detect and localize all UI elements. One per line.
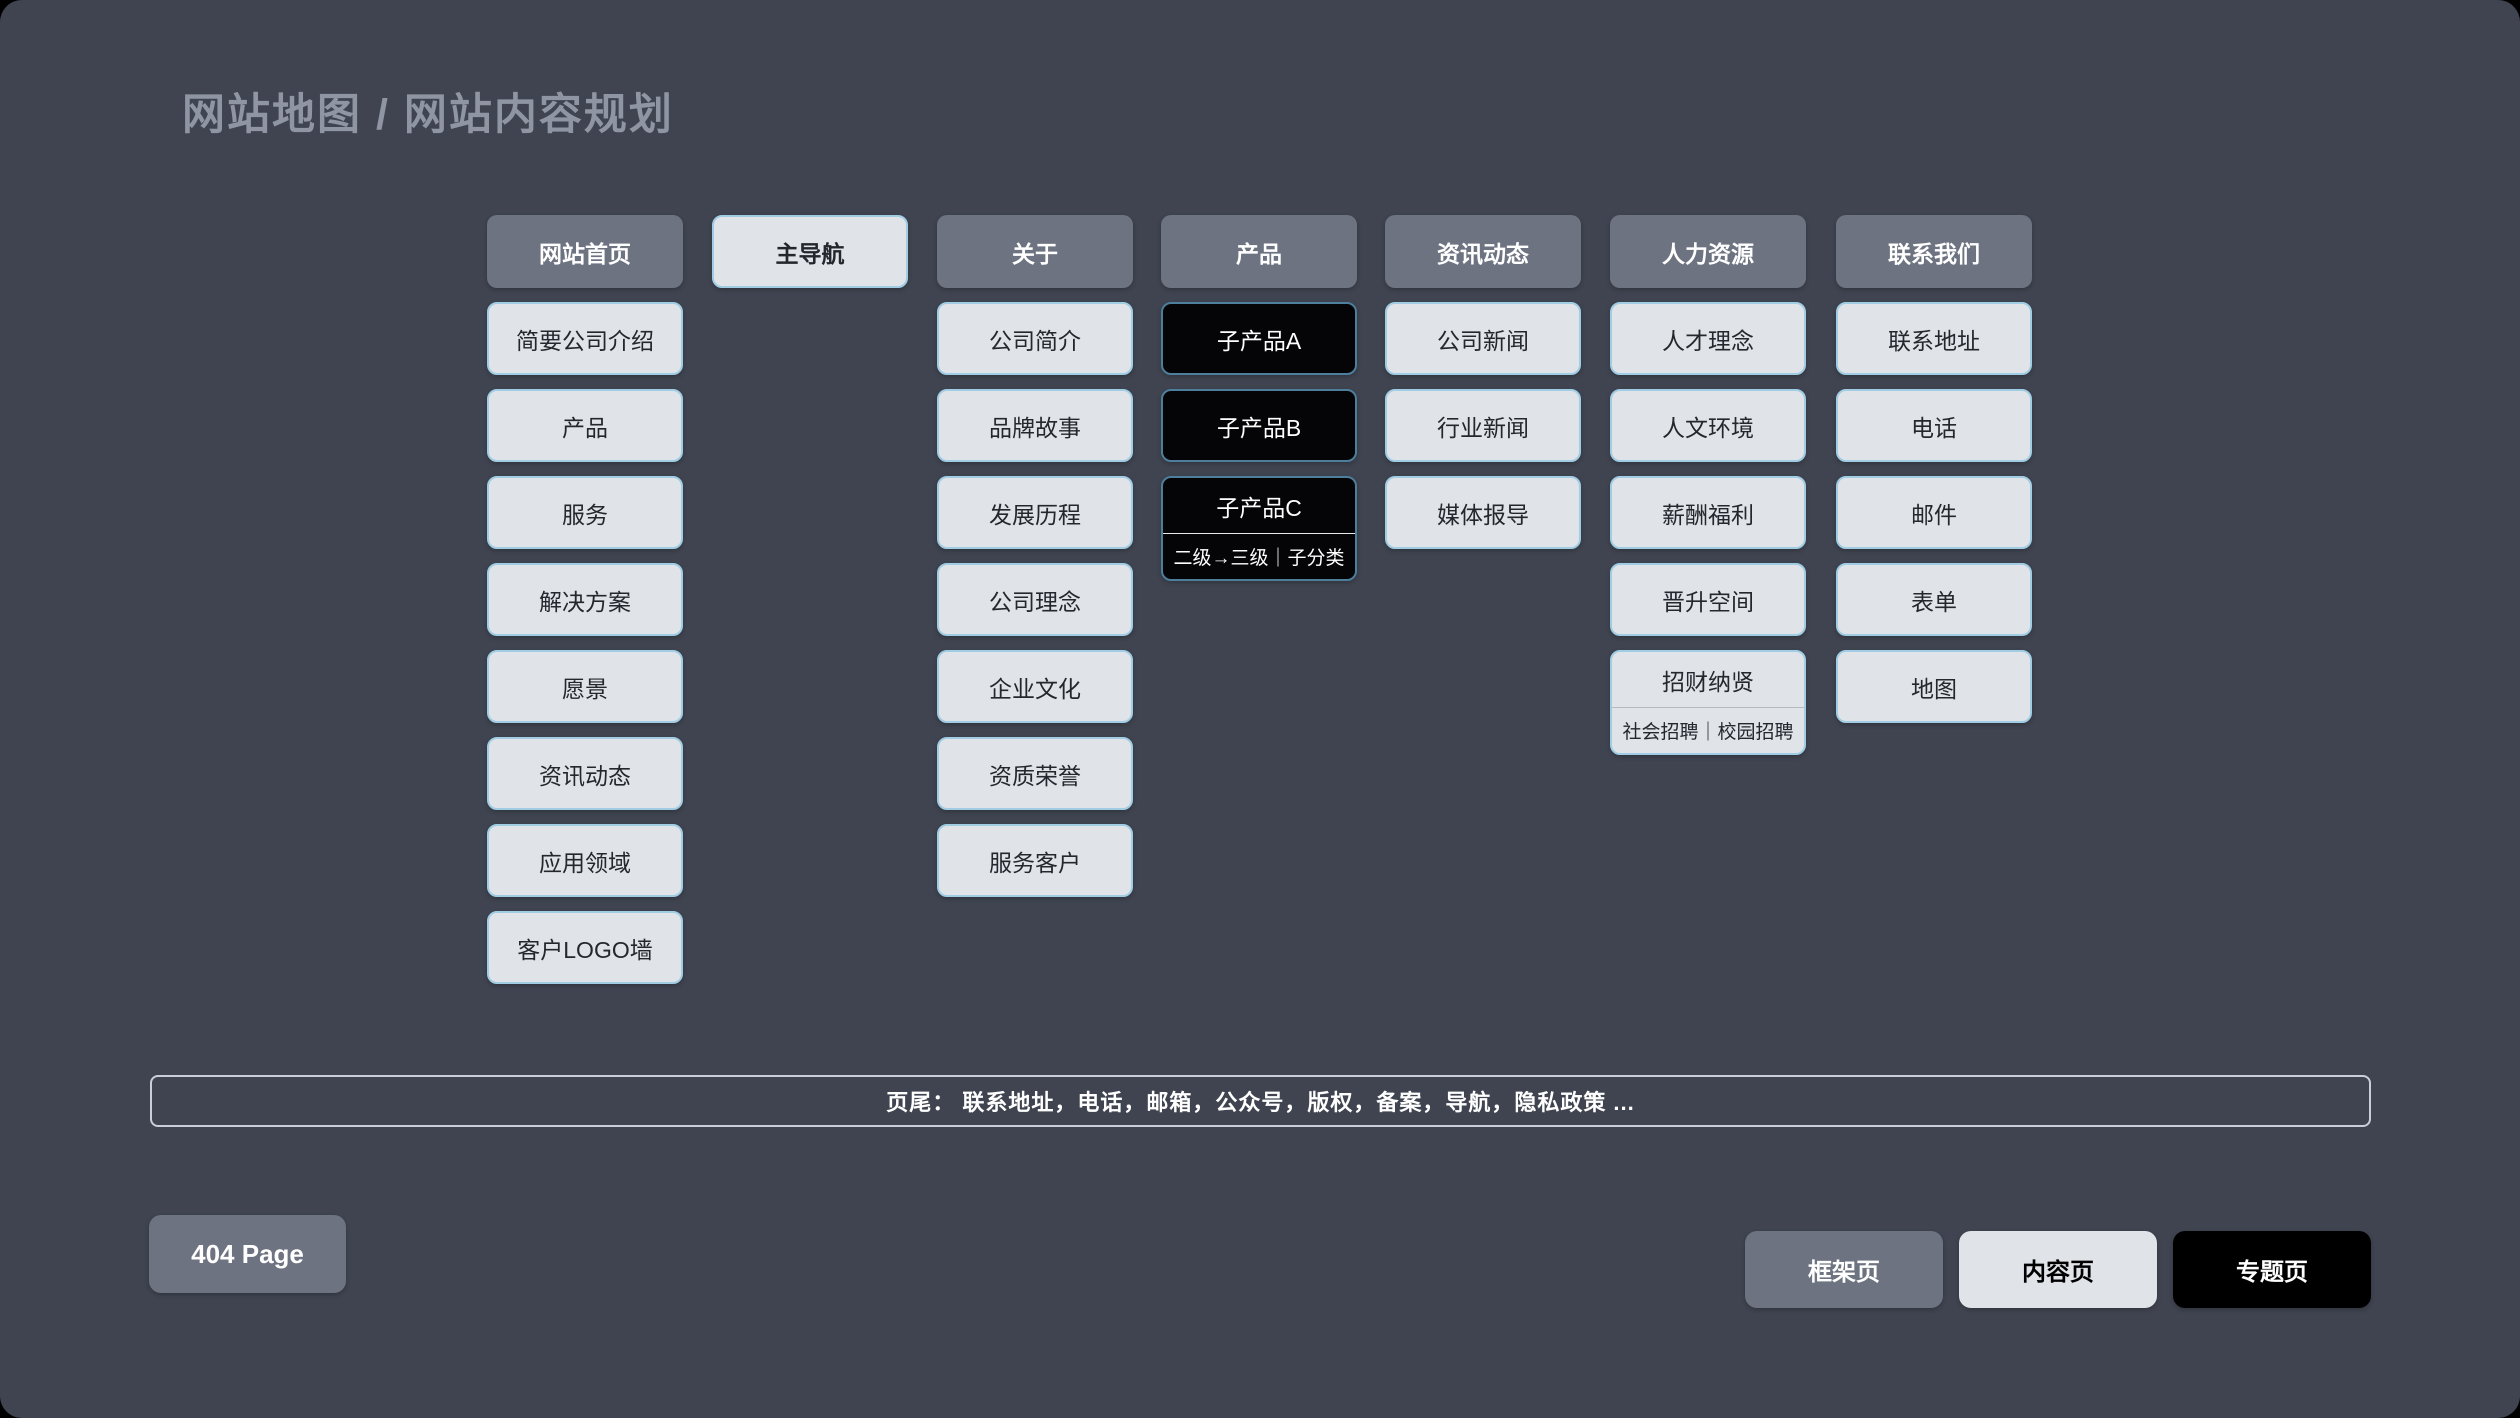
node-label: 招财纳贤 bbox=[1662, 668, 1754, 695]
sitemap-item-box[interactable]: 子产品C 二级→三级｜子分类 bbox=[1161, 476, 1357, 581]
node-label: 电话 bbox=[1911, 414, 1957, 441]
node-label: 愿景 bbox=[562, 675, 608, 702]
sitemap-item-box[interactable]: 子产品A bbox=[1161, 302, 1357, 375]
column-header-box[interactable]: 资讯动态 bbox=[1385, 215, 1581, 288]
page-title: 网站地图 / 网站内容规划 bbox=[182, 91, 674, 139]
node-label: 薪酬福利 bbox=[1662, 501, 1754, 528]
node-label: 人文环境 bbox=[1662, 414, 1754, 441]
node-label: 服务 bbox=[562, 501, 608, 528]
column-header-box[interactable]: 关于 bbox=[937, 215, 1133, 288]
node-label: 子产品C bbox=[1216, 494, 1302, 521]
node-label: 子产品B bbox=[1216, 414, 1302, 441]
legend-button-content[interactable]: 内容页 bbox=[1959, 1231, 2157, 1308]
sitemap-item-box[interactable]: 招财纳贤社会招聘｜校园招聘 bbox=[1610, 650, 1806, 755]
node-label: 资质荣誉 bbox=[989, 762, 1081, 789]
node-label: 发展历程 bbox=[989, 501, 1081, 528]
node-label: 解决方案 bbox=[539, 588, 631, 615]
node-label: 资讯动态 bbox=[1437, 240, 1529, 267]
node-label: 服务客户 bbox=[989, 849, 1081, 876]
column-header-box[interactable]: 主导航 bbox=[712, 215, 908, 288]
node-label: 产品 bbox=[562, 414, 608, 441]
legend-label: 内容页 bbox=[2022, 1259, 2094, 1286]
node-label: 联系我们 bbox=[1888, 240, 1980, 267]
sitemap-item-box[interactable]: 人文环境 bbox=[1610, 389, 1806, 462]
node-label: 公司新闻 bbox=[1437, 327, 1529, 354]
sitemap-item-box[interactable]: 客户LOGO墙 bbox=[487, 911, 683, 984]
sitemap-item-box[interactable]: 媒体报导 bbox=[1385, 476, 1581, 549]
column-header-box[interactable]: 产品 bbox=[1161, 215, 1357, 288]
node-label: 主导航 bbox=[775, 240, 845, 267]
node-label: 应用领域 bbox=[539, 849, 631, 876]
node-label: 简要公司介绍 bbox=[516, 327, 654, 354]
sitemap-item-box[interactable]: 子产品B bbox=[1161, 389, 1357, 462]
node-label: 客户LOGO墙 bbox=[517, 936, 653, 963]
sitemap-item-box[interactable]: 资质荣誉 bbox=[937, 737, 1133, 810]
sitemap-item-box[interactable]: 品牌故事 bbox=[937, 389, 1133, 462]
footer-label: 页尾： 联系地址，电话，邮箱，公众号，版权，备案，导航，隐私政策 ... bbox=[886, 1090, 1635, 1115]
node-label: 子产品A bbox=[1216, 327, 1302, 354]
legend-label: 框架页 bbox=[1808, 1259, 1880, 1286]
legend-label: 专题页 bbox=[2236, 1259, 2308, 1286]
page-404-label: 404 Page bbox=[191, 1238, 304, 1269]
node-sublabel: 社会招聘｜校园招聘 bbox=[1612, 707, 1804, 753]
node-label: 企业文化 bbox=[989, 675, 1081, 702]
sitemap-item-box[interactable]: 联系地址 bbox=[1836, 302, 2032, 375]
sitemap-column-3: 关于公司简介品牌故事发展历程公司理念企业文化资质荣誉服务客户 bbox=[937, 215, 1133, 897]
node-label: 表单 bbox=[1911, 588, 1957, 615]
sitemap-item-box[interactable]: 应用领域 bbox=[487, 824, 683, 897]
sitemap-column-1: 网站首页简要公司介绍产品服务解决方案愿景资讯动态应用领域客户LOGO墙 bbox=[487, 215, 683, 984]
node-label: 品牌故事 bbox=[989, 414, 1081, 441]
node-label: 产品 bbox=[1236, 240, 1282, 267]
column-header-box[interactable]: 网站首页 bbox=[487, 215, 683, 288]
node-label: 公司简介 bbox=[989, 327, 1081, 354]
node-label: 晋升空间 bbox=[1662, 588, 1754, 615]
legend-button-special[interactable]: 专题页 bbox=[2173, 1231, 2371, 1308]
sitemap-item-box[interactable]: 简要公司介绍 bbox=[487, 302, 683, 375]
sitemap-item-box[interactable]: 公司简介 bbox=[937, 302, 1133, 375]
node-sublabel: 二级→三级｜子分类 bbox=[1163, 533, 1355, 579]
sitemap-item-box[interactable]: 愿景 bbox=[487, 650, 683, 723]
sitemap-column-5: 资讯动态公司新闻行业新闻媒体报导 bbox=[1385, 215, 1581, 549]
footer-node[interactable]: 页尾： 联系地址，电话，邮箱，公众号，版权，备案，导航，隐私政策 ... bbox=[150, 1075, 2371, 1127]
node-label: 行业新闻 bbox=[1437, 414, 1529, 441]
sitemap-item-box[interactable]: 服务 bbox=[487, 476, 683, 549]
node-label: 邮件 bbox=[1911, 501, 1957, 528]
node-label: 公司理念 bbox=[989, 588, 1081, 615]
node-label: 关于 bbox=[1012, 240, 1058, 267]
sitemap-item-box[interactable]: 资讯动态 bbox=[487, 737, 683, 810]
legend: 框架页 内容页 专题页 bbox=[1745, 1231, 2371, 1308]
sitemap-item-box[interactable]: 发展历程 bbox=[937, 476, 1133, 549]
sitemap-item-box[interactable]: 薪酬福利 bbox=[1610, 476, 1806, 549]
node-label: 媒体报导 bbox=[1437, 501, 1529, 528]
sitemap-column-7: 联系我们联系地址电话邮件表单地图 bbox=[1836, 215, 2032, 723]
node-label: 联系地址 bbox=[1888, 327, 1980, 354]
sitemap-item-box[interactable]: 电话 bbox=[1836, 389, 2032, 462]
sitemap-item-box[interactable]: 公司新闻 bbox=[1385, 302, 1581, 375]
sitemap-item-box[interactable]: 行业新闻 bbox=[1385, 389, 1581, 462]
sitemap-item-box[interactable]: 地图 bbox=[1836, 650, 2032, 723]
node-label: 人力资源 bbox=[1662, 240, 1754, 267]
node-label: 人才理念 bbox=[1662, 327, 1754, 354]
sitemap-item-box[interactable]: 企业文化 bbox=[937, 650, 1133, 723]
sitemap-item-box[interactable]: 服务客户 bbox=[937, 824, 1133, 897]
node-label: 网站首页 bbox=[539, 240, 631, 267]
node-label: 资讯动态 bbox=[539, 762, 631, 789]
sitemap-item-box[interactable]: 解决方案 bbox=[487, 563, 683, 636]
sitemap-item-box[interactable]: 晋升空间 bbox=[1610, 563, 1806, 636]
page-404-node[interactable]: 404 Page bbox=[149, 1215, 346, 1293]
sitemap-column-2: 主导航 bbox=[712, 215, 908, 288]
sitemap-column-6: 人力资源人才理念人文环境薪酬福利晋升空间招财纳贤社会招聘｜校园招聘 bbox=[1610, 215, 1806, 755]
column-header-box[interactable]: 人力资源 bbox=[1610, 215, 1806, 288]
sitemap-item-box[interactable]: 人才理念 bbox=[1610, 302, 1806, 375]
sitemap-column-4: 产品子产品A 子产品B 子产品C 二级→三级｜子分类 bbox=[1161, 215, 1357, 581]
column-header-box[interactable]: 联系我们 bbox=[1836, 215, 2032, 288]
sitemap-item-box[interactable]: 产品 bbox=[487, 389, 683, 462]
sitemap-item-box[interactable]: 公司理念 bbox=[937, 563, 1133, 636]
node-label: 地图 bbox=[1911, 675, 1957, 702]
sitemap-item-box[interactable]: 表单 bbox=[1836, 563, 2032, 636]
legend-button-frame[interactable]: 框架页 bbox=[1745, 1231, 1943, 1308]
sitemap-item-box[interactable]: 邮件 bbox=[1836, 476, 2032, 549]
